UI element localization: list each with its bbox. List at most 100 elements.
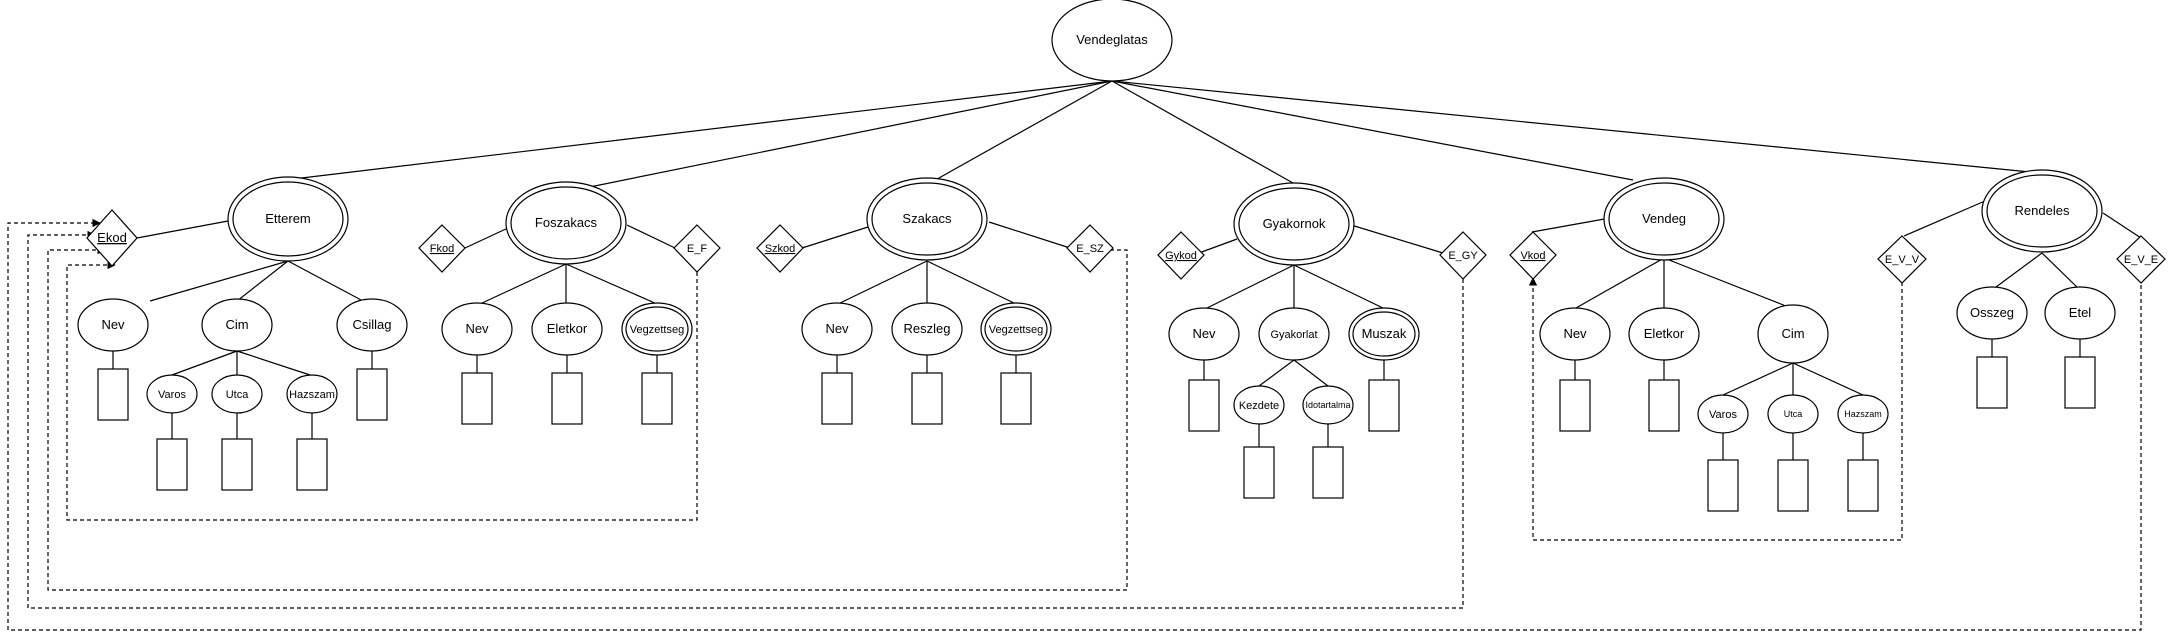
- svg-text:E_GY: E_GY: [1448, 250, 1478, 262]
- value-box: [821, 372, 853, 425]
- edges: [112, 80, 2142, 460]
- svg-text:Nev: Nev: [101, 317, 125, 332]
- value-box: [356, 368, 388, 421]
- attr-etterem-utca[interactable]: Utca: [211, 374, 263, 414]
- dashed-connectors: [7, 218, 2142, 631]
- value-box: [1368, 379, 1400, 432]
- svg-text:Varos: Varos: [158, 389, 186, 401]
- attr-foszakacs-eletkor[interactable]: Eletkor: [531, 302, 603, 356]
- value-box: [1188, 379, 1220, 432]
- svg-text:Nev: Nev: [825, 321, 849, 336]
- svg-text:Varos: Varos: [1709, 409, 1737, 421]
- key-fkod[interactable]: Fkod: [418, 224, 466, 273]
- value-box: [1312, 446, 1344, 499]
- key-ekod-label: Ekod: [97, 230, 127, 245]
- value-box: [221, 438, 253, 491]
- value-box: [1559, 379, 1591, 432]
- attr-etterem-csillag[interactable]: Csillag: [336, 298, 408, 352]
- attr-vendeg-eletkor[interactable]: Eletkor: [1628, 307, 1700, 361]
- key-szkod[interactable]: Szkod: [756, 224, 804, 273]
- value-box: [1243, 446, 1275, 499]
- root-label: Vendeglatas: [1076, 32, 1148, 47]
- entity-vendeg[interactable]: Vendeg: [1603, 177, 1725, 261]
- attr-szakacs-nev[interactable]: Nev: [801, 302, 873, 356]
- svg-text:E_SZ: E_SZ: [1076, 243, 1104, 255]
- e-gy-connector: [27, 230, 1464, 609]
- svg-text:Eletkor: Eletkor: [1644, 326, 1685, 341]
- value-box: [296, 438, 328, 491]
- svg-text:Cim: Cim: [225, 317, 248, 332]
- svg-text:Vegzettseg: Vegzettseg: [989, 324, 1043, 336]
- relation-e-f[interactable]: E_F: [673, 224, 721, 273]
- svg-text:Utca: Utca: [1784, 409, 1803, 419]
- relation-e-v-v[interactable]: E_V_V: [1877, 235, 1927, 284]
- relation-e-sz[interactable]: E_SZ: [1066, 224, 1114, 273]
- value-box: [1648, 379, 1680, 432]
- svg-text:E_V_E: E_V_E: [2124, 254, 2158, 266]
- svg-text:Rendeles: Rendeles: [2015, 203, 2070, 218]
- svg-text:Vkod: Vkod: [1520, 250, 1545, 262]
- attr-vendeg-utca[interactable]: Utca: [1767, 394, 1819, 434]
- svg-text:Idotartalma: Idotartalma: [1305, 400, 1350, 410]
- attr-vendeg-cim[interactable]: Cim: [1757, 304, 1829, 364]
- svg-text:Nev: Nev: [1192, 326, 1216, 341]
- svg-text:Vegzettseg: Vegzettseg: [630, 324, 684, 336]
- attr-gyakornok-nev[interactable]: Nev: [1168, 307, 1240, 361]
- attr-rendeles-etel[interactable]: Etel: [2044, 286, 2116, 340]
- attr-vendeg-nev[interactable]: Nev: [1539, 307, 1611, 361]
- value-box: [1976, 356, 2008, 409]
- svg-text:Cim: Cim: [1781, 326, 1804, 341]
- svg-text:Kezdete: Kezdete: [1239, 400, 1279, 412]
- svg-text:E_F: E_F: [687, 243, 707, 255]
- value-box: [156, 438, 188, 491]
- attr-rendeles-osszeg[interactable]: Osszeg: [1956, 286, 2028, 340]
- e-v-v-connector: [1528, 277, 1903, 541]
- svg-text:Fkod: Fkod: [430, 243, 454, 255]
- attr-vendeg-varos[interactable]: Varos: [1697, 394, 1749, 434]
- key-gykod[interactable]: Gykod: [1157, 231, 1205, 280]
- svg-text:Etel: Etel: [2069, 305, 2092, 320]
- key-ekod[interactable]: Ekod: [86, 209, 138, 267]
- attr-vendeg-hazszam[interactable]: Hazszam: [1837, 394, 1889, 434]
- relation-e-v-e[interactable]: E_V_E: [2116, 235, 2166, 284]
- attr-foszakacs-nev[interactable]: Nev: [441, 302, 513, 356]
- entity-gyakornok[interactable]: Gyakornok: [1233, 182, 1355, 266]
- attr-szakacs-reszleg[interactable]: Reszleg: [891, 302, 963, 356]
- e-f-connector: [66, 260, 698, 521]
- value-box: [1847, 459, 1879, 512]
- svg-text:Hazszam: Hazszam: [1844, 409, 1882, 419]
- attr-foszakacs-vegzettseg[interactable]: Vegzettseg: [621, 302, 693, 356]
- svg-text:Hazszam: Hazszam: [289, 389, 335, 401]
- svg-text:E_V_V: E_V_V: [1885, 254, 1920, 266]
- entity-szakacs[interactable]: Szakacs: [866, 177, 988, 261]
- value-box: [1000, 372, 1032, 425]
- attr-gyakornok-gyakorlat[interactable]: Gyakorlat: [1258, 307, 1330, 361]
- entity-foszakacs[interactable]: Foszakacs: [505, 181, 627, 265]
- root-entity[interactable]: Vendeglatas: [1051, 0, 1173, 82]
- attr-gyakornok-idotartalma[interactable]: Idotartalma: [1302, 385, 1354, 425]
- entity-etterem[interactable]: Etterem: [227, 176, 349, 262]
- attr-etterem-varos[interactable]: Varos: [146, 374, 198, 414]
- svg-text:Muszak: Muszak: [1362, 326, 1407, 341]
- key-vkod[interactable]: Vkod: [1509, 231, 1557, 280]
- svg-text:Nev: Nev: [1563, 326, 1587, 341]
- value-box: [2064, 356, 2096, 409]
- attr-gyakornok-muszak[interactable]: Muszak: [1348, 307, 1420, 361]
- attr-gyakornok-kezdete[interactable]: Kezdete: [1233, 385, 1285, 425]
- entity-rendeles[interactable]: Rendeles: [1981, 169, 2103, 253]
- attr-etterem-nev[interactable]: Nev: [77, 298, 149, 352]
- attr-etterem-hazszam[interactable]: Hazszam: [286, 374, 338, 414]
- svg-text:Gyakornok: Gyakornok: [1263, 216, 1326, 231]
- svg-text:Foszakacs: Foszakacs: [535, 215, 598, 230]
- svg-text:Gykod: Gykod: [1165, 250, 1197, 262]
- attr-etterem-cim[interactable]: Cim: [201, 298, 273, 352]
- svg-text:Nev: Nev: [465, 321, 489, 336]
- value-box: [641, 372, 673, 425]
- value-box: [1777, 459, 1809, 512]
- svg-text:Utca: Utca: [226, 389, 250, 401]
- relation-e-gy[interactable]: E_GY: [1439, 231, 1487, 280]
- attr-szakacs-vegzettseg[interactable]: Vegzettseg: [980, 302, 1052, 356]
- e-v-e-connector: [7, 218, 2142, 631]
- svg-text:Reszleg: Reszleg: [904, 321, 951, 336]
